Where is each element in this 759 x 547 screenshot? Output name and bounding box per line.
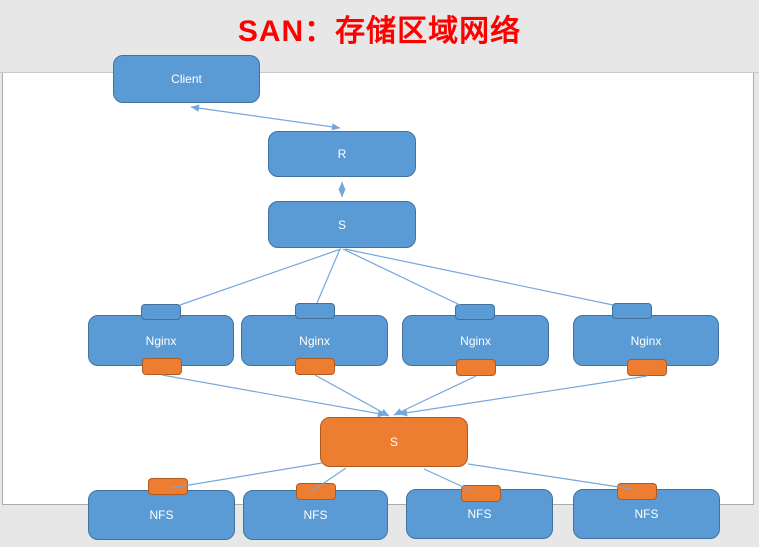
- nginx-output-port-4: [627, 359, 667, 376]
- nginx-output-port-1: [142, 358, 182, 375]
- nfs-label-1: NFS: [149, 508, 174, 522]
- nginx-input-port-4: [612, 303, 652, 319]
- nfs-input-port-3: [461, 485, 501, 502]
- nfs-node-1: NFS: [88, 490, 235, 540]
- nginx-label-2: Nginx: [299, 333, 330, 348]
- nfs-label-2: NFS: [303, 508, 328, 522]
- s-scheduler-label: S: [337, 217, 346, 232]
- s-storage-label: S: [389, 435, 398, 449]
- nfs-input-port-2: [296, 483, 336, 500]
- page-title: SAN：存储区域网络: [237, 15, 522, 48]
- client-label: Client: [171, 72, 202, 86]
- nfs-label-4: NFS: [634, 507, 659, 521]
- r-label: R: [337, 147, 347, 161]
- nginx-label-3: Nginx: [460, 333, 491, 348]
- nginx-label-4: Nginx: [630, 333, 662, 348]
- nginx-output-port-3: [456, 359, 496, 376]
- nginx-output-port-2: [295, 358, 335, 375]
- nginx-node-4: Nginx: [573, 315, 719, 366]
- client-node: Client: [113, 55, 260, 103]
- nginx-input-port-2: [295, 303, 335, 319]
- r-node: R: [268, 131, 416, 177]
- nfs-input-port-4: [617, 483, 657, 500]
- nfs-input-port-1: [148, 478, 188, 495]
- nfs-node-3: NFS: [406, 489, 553, 539]
- nginx-input-port-3: [455, 304, 495, 320]
- s-scheduler-node: S: [268, 201, 416, 248]
- nginx-input-port-1: [141, 304, 181, 320]
- s-storage-node: S: [320, 417, 468, 467]
- nfs-label-3: NFS: [467, 507, 492, 521]
- nginx-label-1: Nginx: [145, 333, 177, 348]
